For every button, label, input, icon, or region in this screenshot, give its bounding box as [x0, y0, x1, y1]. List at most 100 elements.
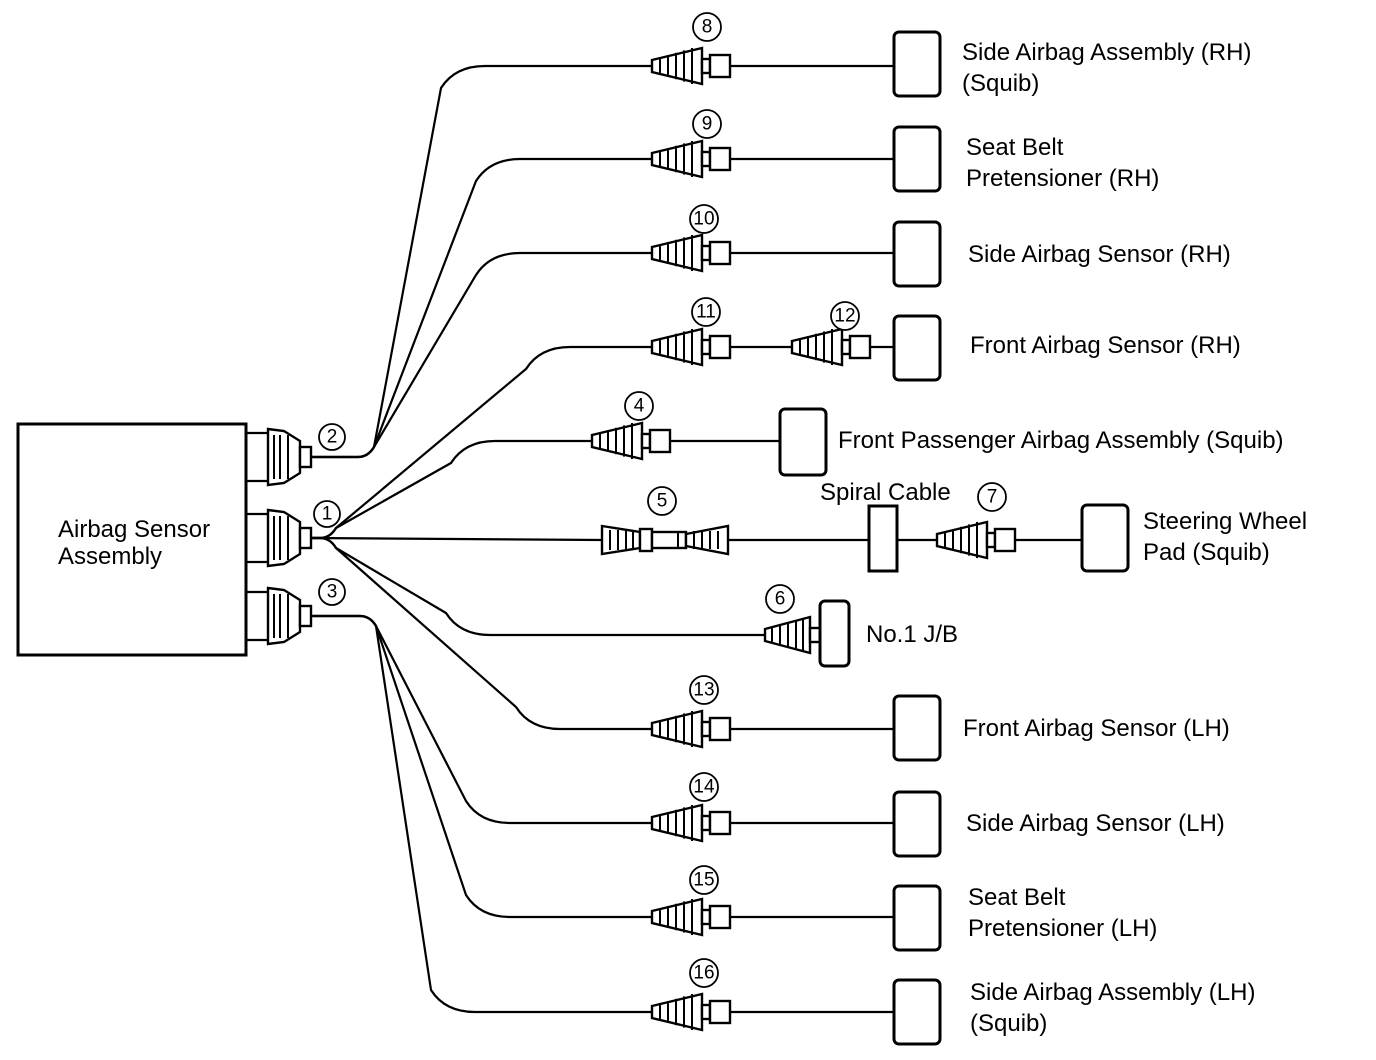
connector-7[interactable]: 7 [935, 482, 1017, 560]
front-passenger-airbag-assembly-box[interactable] [778, 407, 828, 477]
side-airbag-assembly-rh-label: Side Airbag Assembly (RH)(Squib) [962, 39, 1251, 97]
wire-harness [310, 64, 1082, 1014]
connector-11[interactable]: 11 [650, 297, 732, 367]
connector-number-circle [647, 486, 677, 516]
connector-number-circle [692, 109, 722, 139]
label-line: Seat Belt [968, 884, 1066, 911]
connector-neck [640, 432, 652, 450]
connector-plug [708, 716, 732, 742]
seat-belt-pretensioner-rh-box[interactable] [892, 125, 942, 193]
connector-number-circle [689, 675, 719, 705]
front-passenger-airbag-assembly-label: Front Passenger Airbag Assembly (Squib) [838, 427, 1284, 454]
connector-plug [298, 526, 313, 550]
connector-number-circle [977, 482, 1007, 512]
connector-number-8: 8 [702, 17, 713, 38]
connector-number-13: 13 [693, 680, 714, 701]
connector-4[interactable]: 4 [590, 391, 672, 461]
side-airbag-assembly-lh-box[interactable] [892, 978, 942, 1046]
connector-5[interactable]: 5 [600, 486, 730, 556]
ecu-connector-3[interactable]: 3 [246, 578, 346, 646]
connector-plug [708, 999, 732, 1025]
connector-neck [700, 814, 712, 832]
label-line: Pad (Squib) [1143, 539, 1270, 566]
connector-neck [985, 531, 997, 549]
connector-bellows [266, 586, 302, 646]
front-airbag-sensor-lh-box[interactable] [892, 694, 942, 762]
side-airbag-sensor-rh-box[interactable] [892, 220, 942, 288]
connector-neck [700, 338, 712, 356]
connector-number-12: 12 [834, 306, 855, 327]
connector-15[interactable]: 15 [650, 865, 732, 937]
wire-to-connector-9 [311, 157, 652, 459]
label-line: Side Airbag Assembly (LH) [970, 979, 1255, 1006]
seat-belt-pretensioner-lh-box[interactable] [892, 884, 942, 952]
label-line: Side Airbag Sensor (LH) [966, 810, 1225, 837]
connector-number-14: 14 [693, 777, 715, 798]
label-line: (Squib) [962, 70, 1039, 97]
connector-plug [708, 53, 732, 79]
connector-number-4: 4 [634, 396, 645, 417]
connector-number-circle [689, 865, 719, 895]
label-line: Front Passenger Airbag Assembly (Squib) [838, 427, 1284, 454]
steering-wheel-pad-box[interactable] [1080, 503, 1130, 573]
side-airbag-sensor-lh-box[interactable] [892, 790, 942, 858]
connector-number-9: 9 [702, 114, 713, 135]
connector-9[interactable]: 9 [650, 109, 732, 179]
side-airbag-assembly-rh-box[interactable] [892, 30, 942, 98]
airbag-sensor-assembly-box[interactable] [16, 422, 248, 657]
connector-12[interactable]: 12 [790, 301, 872, 367]
connector-plug [708, 904, 732, 930]
connector-neck [700, 244, 712, 262]
connector-number-circle [765, 584, 795, 614]
spiral-cable-label: Spiral Cable [820, 479, 951, 506]
connector-14[interactable]: 14 [650, 772, 732, 843]
connector-number-5: 5 [657, 491, 668, 512]
connector-number-circle [318, 578, 346, 606]
connector-number-circle [689, 204, 719, 234]
connector-number-1: 1 [322, 504, 333, 525]
side-airbag-sensor-rh-label: Side Airbag Sensor (RH) [968, 241, 1231, 268]
connector-plug-left [638, 527, 654, 553]
connector-16[interactable]: 16 [650, 958, 732, 1032]
label-line: Airbag Sensor [58, 516, 210, 543]
connector-number-circle [318, 423, 346, 451]
label-line: Seat Belt [966, 134, 1064, 161]
connector-neck [700, 720, 712, 738]
connector-plug [648, 428, 672, 454]
wire-to-connector-16 [311, 614, 652, 1014]
front-airbag-sensor-lh-label: Front Airbag Sensor (LH) [963, 715, 1230, 742]
connector-number-circle [691, 297, 721, 327]
no1-junction-block-box[interactable] [818, 599, 851, 668]
connector-plug [298, 604, 313, 628]
connector-neck [700, 908, 712, 926]
ecu-connector-1[interactable]: 1 [246, 500, 341, 568]
ecu-connector-2[interactable]: 2 [246, 423, 346, 487]
front-airbag-sensor-rh-label: Front Airbag Sensor (RH) [970, 332, 1241, 359]
wire-to-connector-13 [311, 536, 652, 731]
connector-13[interactable]: 13 [650, 675, 732, 749]
connector-plug [993, 527, 1017, 553]
spiral-cable-box[interactable] [867, 504, 899, 573]
no1-junction-block-label: No.1 J/B [866, 621, 958, 648]
connector-plug [708, 240, 732, 266]
connector-number-11: 11 [696, 302, 716, 323]
connector-bellows [266, 427, 302, 487]
wire-to-connector-14 [311, 614, 652, 825]
connector-number-10: 10 [693, 209, 714, 230]
connector-number-circle [313, 500, 341, 528]
connector-neck [840, 338, 852, 356]
connector-plug [298, 445, 313, 469]
connector-number-15: 15 [693, 870, 714, 891]
connector-bellows [266, 508, 302, 568]
connector-cone-right [684, 524, 730, 556]
connector-8[interactable]: 8 [650, 12, 732, 86]
front-airbag-sensor-rh-box[interactable] [892, 314, 942, 382]
label-line: Side Airbag Sensor (RH) [968, 241, 1231, 268]
connector-neck [700, 1003, 712, 1021]
connector-6[interactable]: 6 [763, 584, 822, 655]
connector-body [650, 530, 688, 550]
label-line: Pretensioner (RH) [966, 165, 1159, 192]
connector-10[interactable]: 10 [650, 204, 732, 273]
